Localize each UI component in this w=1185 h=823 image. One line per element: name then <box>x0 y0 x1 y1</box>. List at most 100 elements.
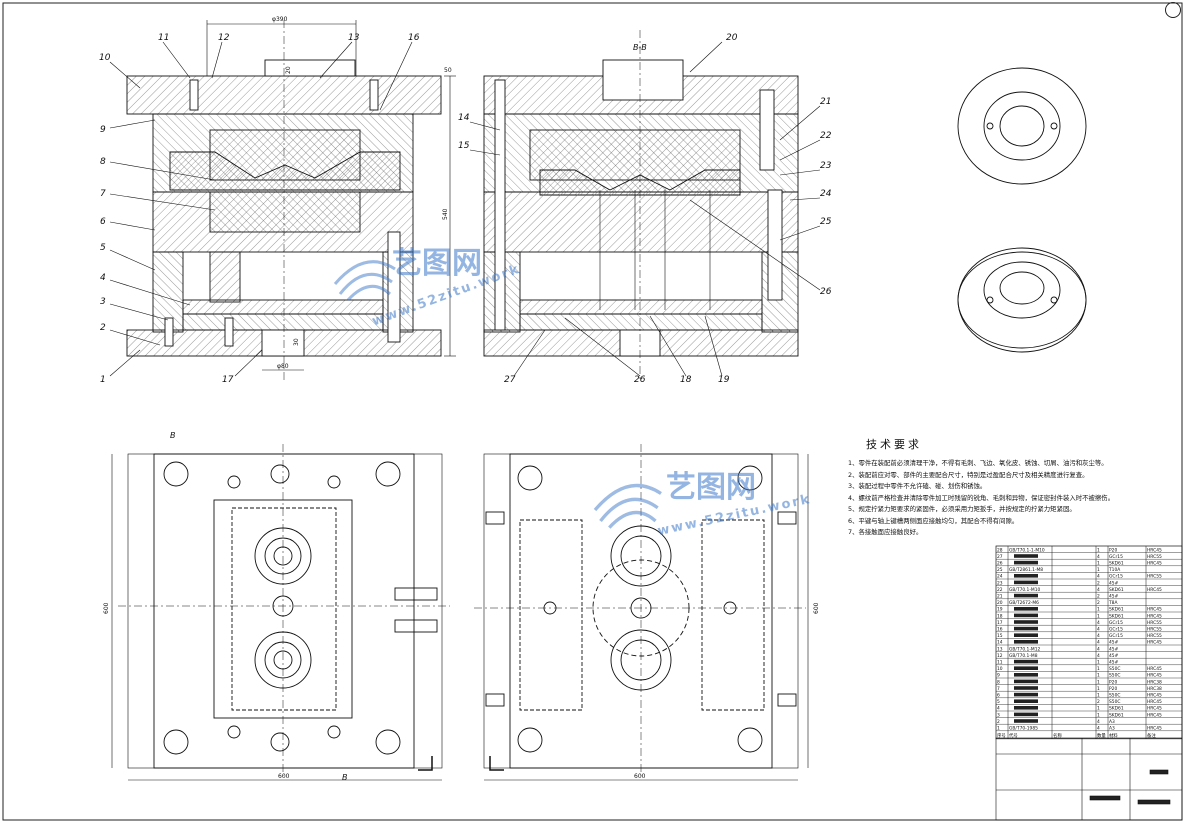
bom-row-note: HRC45 <box>1147 699 1162 705</box>
callout-27: 27 <box>504 375 516 385</box>
bom-row-note: HRC55 <box>1147 633 1162 639</box>
bom-row-no: 5 <box>997 699 1000 705</box>
bom-row-material: GCr15 <box>1109 627 1123 633</box>
watermark-brand-1: 艺图网 <box>392 246 482 281</box>
callout-8: 8 <box>100 157 106 167</box>
bom-row-note: HRC55 <box>1147 627 1162 633</box>
bom-row-no: 13 <box>997 646 1003 652</box>
callout-2: 2 <box>100 323 106 333</box>
bom-row-note: HRC45 <box>1147 712 1162 718</box>
bom-row-no: 21 <box>997 594 1003 600</box>
tech-line: 7、各接触面应接触良好。 <box>848 528 923 536</box>
dim-plan-w1: 600 <box>278 773 290 780</box>
callout-16: 16 <box>408 33 420 43</box>
dim-plan-h1: 600 <box>103 602 110 614</box>
dim-bottom-h: 30 <box>293 338 300 346</box>
bom-row-no: 16 <box>997 627 1003 633</box>
bom-row-qty: 1 <box>1097 686 1100 692</box>
bom-row-no: 17 <box>997 620 1003 626</box>
bom-row-material: GCr15 <box>1109 620 1123 626</box>
bom-row-qty: 4 <box>1097 640 1100 646</box>
bom-row-note: HRC45 <box>1147 613 1162 619</box>
bom-row-note: HRC55 <box>1147 574 1162 580</box>
bom-row-note: HRC45 <box>1147 673 1162 679</box>
bom-row-note: HRC45 <box>1147 607 1162 613</box>
section-bb-view <box>483 30 799 380</box>
bom-row-note: HRC45 <box>1147 561 1162 567</box>
bom-row-no: 23 <box>997 580 1003 586</box>
bom-row-qty: 1 <box>1097 660 1100 666</box>
bom-row-qty: 4 <box>1097 554 1100 560</box>
dim-plan-h2: 600 <box>813 602 820 614</box>
callout-15: 15 <box>458 141 470 151</box>
bom-row-no: 28 <box>997 547 1003 553</box>
bom-row-note: HRC38 <box>1147 686 1162 692</box>
bom-row-qty: 4 <box>1097 653 1100 659</box>
tech-title: 技术要求 <box>866 438 922 451</box>
bom-row-code: GB/T70.1-M10 <box>1009 587 1041 593</box>
bom-row-material: SKD61 <box>1109 607 1124 613</box>
callout-26-upper: 26 <box>820 287 832 297</box>
bom-row-material: GCr15 <box>1109 633 1123 639</box>
bom-row-material: SKD61 <box>1109 587 1124 593</box>
bom-row-material: A3 <box>1109 726 1115 732</box>
bom-row-qty: 2 <box>1097 600 1100 606</box>
watermark-globe-icon <box>333 260 396 302</box>
callout-6: 6 <box>100 217 106 227</box>
callout-22: 22 <box>820 131 832 141</box>
callout-7: 7 <box>100 189 106 199</box>
bom-row-qty: 1 <box>1097 673 1100 679</box>
callout-9: 9 <box>100 125 106 135</box>
bom-row-qty: 1 <box>1097 567 1100 573</box>
bom-row-qty: 4 <box>1097 627 1100 633</box>
bom-row-material: GCr15 <box>1109 554 1123 560</box>
callout-11: 11 <box>158 33 169 43</box>
watermark-globe-icon <box>593 483 662 529</box>
technical-requirements: 技术要求 1、零件在装配前必须清理干净，不得有毛刺、飞边、氧化皮、锈蚀、切屑、油… <box>848 436 1178 539</box>
section-label-bb: B-B <box>633 43 647 52</box>
callout-17: 17 <box>222 375 234 385</box>
plan-view-fixed-half <box>474 444 809 781</box>
callout-24: 24 <box>820 189 832 199</box>
callout-1: 1 <box>100 375 106 385</box>
bom-row-material: P20 <box>1109 679 1117 685</box>
bom-row-no: 9 <box>997 673 1000 679</box>
dim-bottom-w: φ80 <box>277 363 289 370</box>
tech-line: 3、装配过程中零件不允许磕、碰、划伤和锈蚀。 <box>848 482 987 490</box>
bom-footer-label: 数量 <box>1097 732 1106 739</box>
bom-row-no: 4 <box>997 706 1000 712</box>
bom-row-note: HRC45 <box>1147 693 1162 699</box>
callout-25: 25 <box>820 217 832 227</box>
bom-row-qty: 4 <box>1097 620 1100 626</box>
watermark-brand-2: 艺图网 <box>666 470 756 505</box>
bom-row-qty: 1 <box>1097 712 1100 718</box>
tech-line: 4、螺纹前严格检查并清除零件加工时残留的锐角、毛刺和异物，保证密封件装入时不被擦… <box>848 493 1115 502</box>
bom-row-qty: 1 <box>1097 666 1100 672</box>
bom-row-note: HRC45 <box>1147 666 1162 672</box>
bom-row-material: 45# <box>1109 660 1119 666</box>
bom-footer-label: 序号 <box>997 732 1006 739</box>
bom-row-qty: 2 <box>1097 594 1100 600</box>
dim-height: 540 <box>442 208 449 220</box>
tech-line: 2、装配前应对零、部件的主要配合尺寸，特别是过盈配合尺寸及相关精度进行复查。 <box>848 470 1089 479</box>
bom-row-no: 20 <box>997 600 1003 606</box>
bom-row-code: GB/T2672-M6 <box>1009 600 1039 606</box>
bom-row-no: 12 <box>997 653 1003 659</box>
bom-row-no: 27 <box>997 554 1003 560</box>
callout-5: 5 <box>100 243 106 253</box>
bom-row-no: 1 <box>997 726 1000 732</box>
bom-row-qty: 4 <box>1097 587 1100 593</box>
callout-10: 10 <box>99 53 111 63</box>
bom-row-material: P20 <box>1109 686 1117 692</box>
bom-row-note: HRC38 <box>1147 679 1162 685</box>
bom-row-material: SKD61 <box>1109 712 1124 718</box>
bom-row-no: 24 <box>997 574 1003 580</box>
plan-view-moving-half <box>111 444 450 781</box>
bom-row-material: SKD61 <box>1109 613 1124 619</box>
bom-row-qty: 1 <box>1097 613 1100 619</box>
bom-row-qty: 4 <box>1097 726 1100 732</box>
bom-row-qty: 4 <box>1097 574 1100 580</box>
bom-row-no: 10 <box>997 666 1003 672</box>
tech-line: 5、规定拧紧力矩要求的紧固件，必须采用力矩扳手，并按规定的拧紧力矩紧固。 <box>848 505 1076 513</box>
